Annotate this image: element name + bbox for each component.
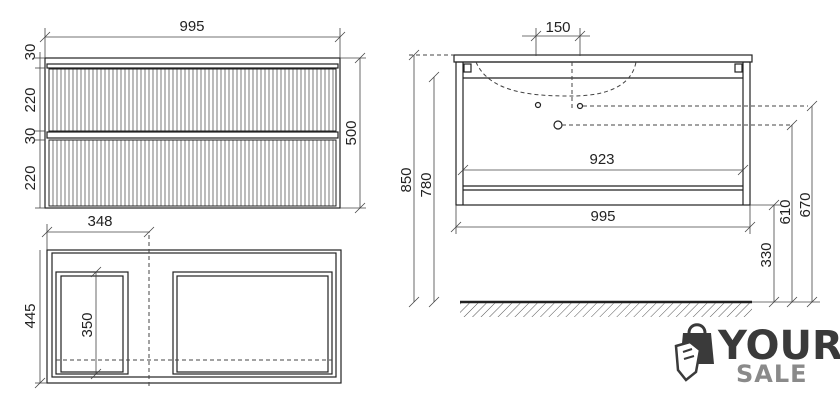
tick — [334, 31, 346, 43]
logo-text-sale: SALE — [736, 360, 808, 388]
tick — [737, 164, 749, 176]
dim-total-height: 850 — [398, 167, 415, 192]
dim-top-depth: 445 — [22, 303, 39, 328]
tick — [786, 119, 798, 131]
front-top-panel — [46, 63, 339, 69]
dim-height-610: 610 — [777, 199, 794, 224]
top-inner-outline — [51, 252, 337, 378]
front-view: 995 30 220 30 220 500 — [22, 18, 366, 214]
tick — [428, 71, 440, 83]
tick — [408, 296, 420, 308]
tick — [143, 226, 155, 238]
top-right-compartment-inner — [176, 275, 329, 373]
top-view: 348 445 350 — [22, 213, 342, 389]
tick — [90, 368, 102, 380]
pipe-inlet — [576, 102, 584, 110]
front-middle-panel — [46, 131, 339, 139]
tick — [530, 30, 542, 42]
tick — [90, 266, 102, 278]
dim-height-330: 330 — [758, 242, 775, 267]
dim-body-height: 780 — [418, 172, 435, 197]
logo-text-your: YOUR — [717, 323, 840, 369]
dim-outer-width: 995 — [590, 208, 615, 225]
drawer-lower — [48, 139, 337, 207]
countertop — [453, 54, 753, 63]
dim-top-inner-depth: 350 — [79, 312, 96, 337]
dim-front-top-panel: 30 — [22, 44, 39, 61]
tick — [354, 52, 366, 64]
basin-hidden-line — [475, 61, 637, 97]
floor-hatch — [460, 303, 752, 317]
tick — [408, 49, 420, 61]
dim-front-middle-panel: 30 — [22, 128, 39, 145]
dim-front-drawer-upper: 220 — [22, 87, 39, 112]
dim-height-670: 670 — [797, 192, 814, 217]
tick — [354, 202, 366, 214]
top-outline — [46, 249, 342, 384]
tick — [806, 100, 818, 112]
dim-front-height: 500 — [343, 120, 360, 145]
cabinet-corner-block — [463, 63, 472, 73]
dim-inner-width: 923 — [589, 151, 614, 168]
shopping-bag-hand-icon — [674, 323, 714, 382]
dim-front-width: 995 — [179, 18, 204, 35]
tick — [34, 377, 46, 389]
top-right-compartment — [172, 271, 333, 375]
top-left-compartment — [55, 271, 129, 375]
tick — [574, 30, 586, 42]
logo: YOUR SALE — [674, 323, 840, 388]
tick — [39, 31, 51, 43]
tick — [428, 296, 440, 308]
tick — [744, 221, 756, 233]
front-outline — [44, 57, 341, 209]
interior-view: 150 923 995 850 780 670 610 — [398, 19, 820, 317]
tick — [457, 164, 469, 176]
cabinet-body — [455, 61, 751, 206]
tick — [768, 199, 780, 211]
dim-front-drawer-lower: 220 — [22, 165, 39, 190]
cabinet-corner-block — [734, 63, 743, 73]
drawer-upper — [48, 68, 337, 132]
tick — [450, 221, 462, 233]
pipe-drain — [553, 120, 563, 130]
pipe-inlet-small — [534, 101, 542, 109]
dim-top-left-part: 348 — [87, 213, 112, 230]
dim-basin-offset: 150 — [545, 19, 570, 36]
